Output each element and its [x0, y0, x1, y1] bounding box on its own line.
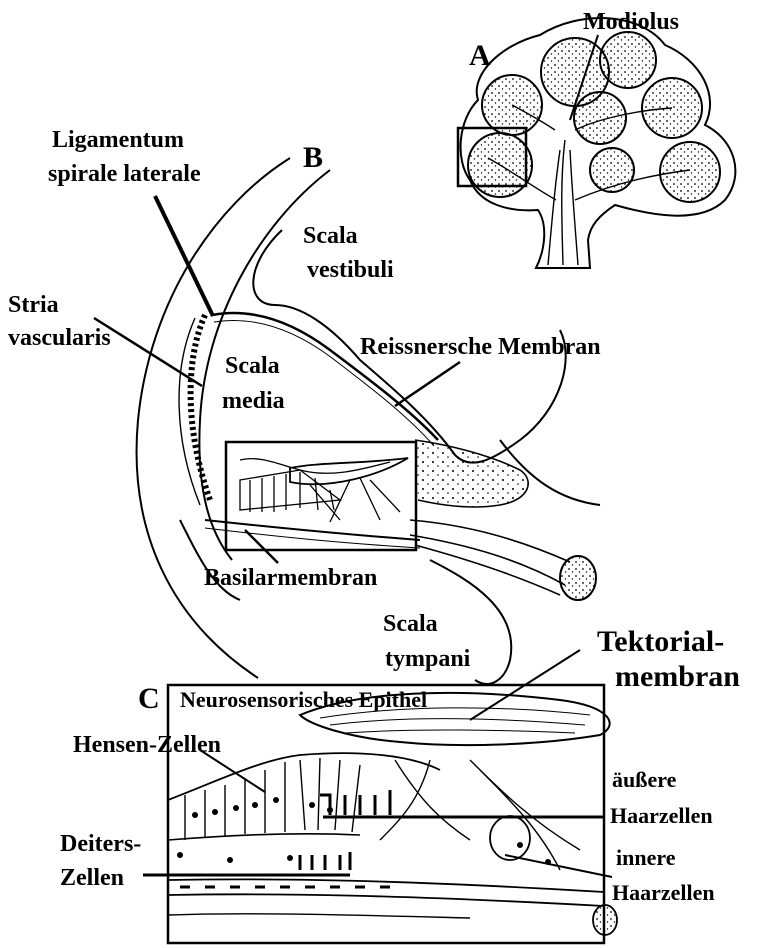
tektorial-label-line2: membran [615, 661, 740, 693]
scala-media-label-line2: media [222, 389, 285, 414]
scala-media-label-line1: Scala [225, 354, 280, 379]
basilar-membrane-label: Basilarmembran [204, 566, 377, 591]
inner-hair-cells-label-line1: innere [616, 846, 675, 869]
tektorial-label-line1: Tektorial- [597, 626, 724, 658]
panel-a-label: A [469, 40, 491, 72]
outer-hair-cells-label-line2: Haarzellen [610, 804, 713, 827]
epithel-label: Neurosensorisches Epithel [180, 688, 427, 711]
reissner-membrane-label: Reissnersche Membran [360, 335, 601, 360]
ligamentum-label-line2: spirale laterale [48, 162, 201, 187]
scala-vestibuli-label-line2: vestibuli [307, 258, 394, 283]
deiters-cells-label-line1: Deiters- [60, 832, 141, 857]
hensen-cells-label: Hensen-Zellen [73, 733, 221, 758]
panel-a-cochlea [458, 18, 735, 268]
scala-tympani-label-line1: Scala [383, 612, 438, 637]
inner-hair-cells-label-line2: Haarzellen [612, 881, 715, 904]
modiolus-label: Modiolus [583, 10, 679, 35]
scala-tympani-label-line2: tympani [385, 647, 470, 672]
panel-c-label: C [138, 683, 160, 715]
panel-b-label: B [303, 142, 323, 174]
outer-hair-cells-label-line1: äußere [612, 768, 676, 791]
ligamentum-label-line1: Ligamentum [52, 128, 184, 153]
scala-vestibuli-label-line1: Scala [303, 224, 358, 249]
stria-label-line1: Stria [8, 293, 59, 318]
stria-label-line2: vascularis [8, 326, 111, 351]
deiters-cells-label-line2: Zellen [60, 866, 124, 891]
